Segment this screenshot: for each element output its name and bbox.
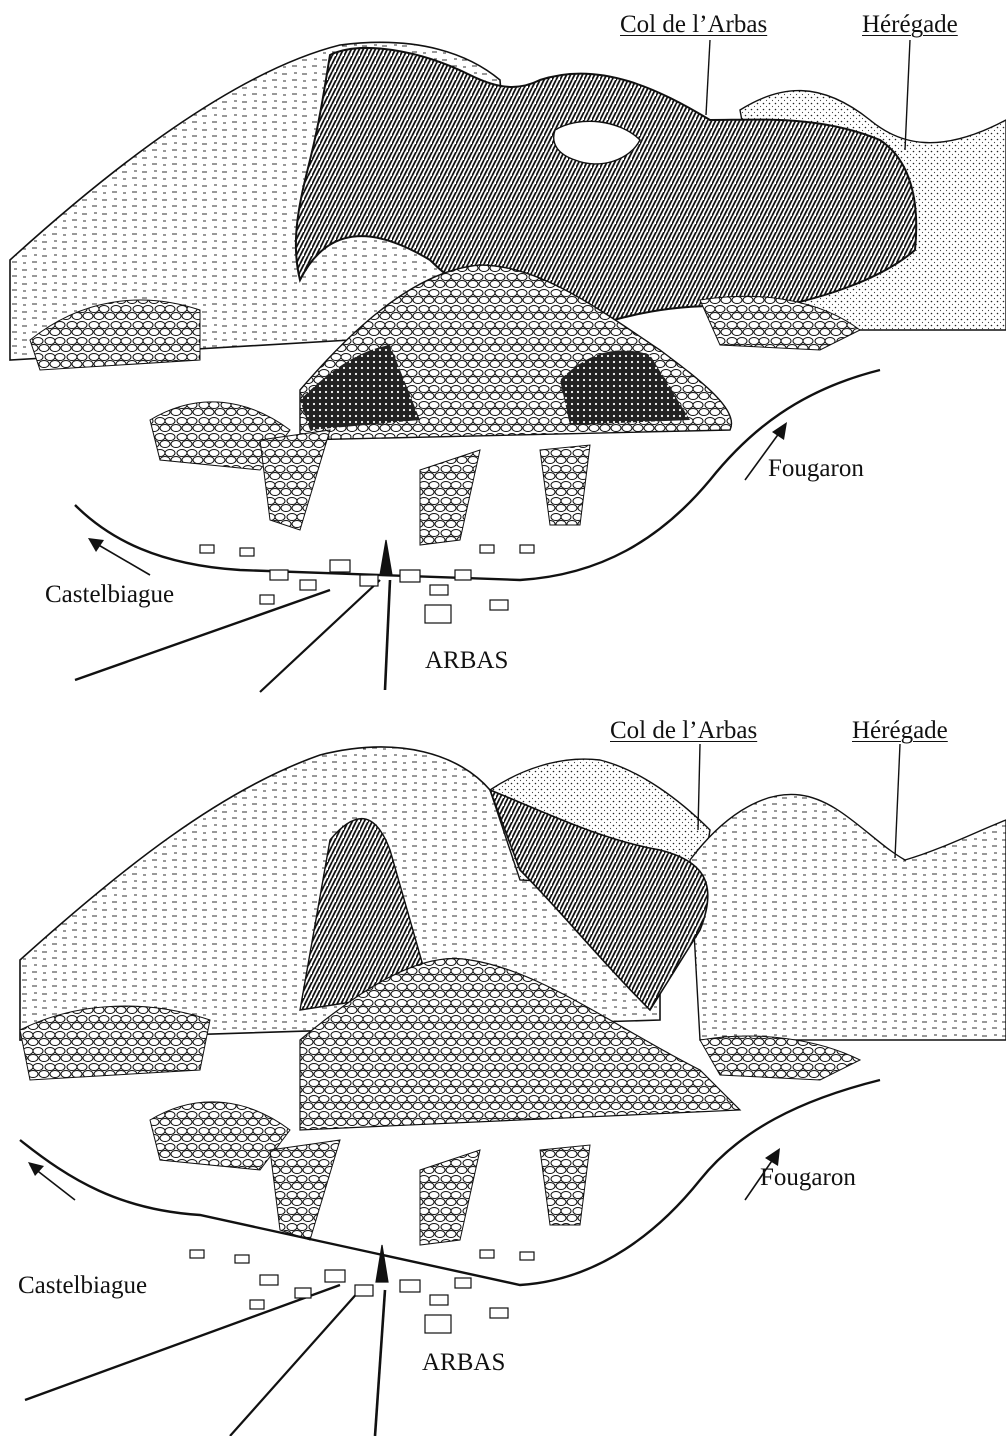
cobble-fan (270, 1140, 340, 1240)
arrow-fougaron-head (772, 422, 787, 440)
label-heregade: Hérégade (862, 12, 958, 37)
cobble-fan (700, 1036, 860, 1080)
label-fougaron: Fougaron (768, 456, 864, 481)
village-arbas (200, 540, 534, 623)
label-castelbiague: Castelbiague (18, 1273, 147, 1298)
figure-top: Col de l’Arbas Hérégade Fougaron Castelb… (0, 0, 1006, 710)
label-castelbiague: Castelbiague (45, 582, 174, 607)
label-fougaron: Fougaron (760, 1165, 856, 1190)
label-arbas: ARBAS (425, 648, 508, 673)
road-south-2 (385, 580, 390, 690)
cobble-fan (150, 1102, 290, 1170)
leader-heregade (905, 40, 910, 150)
cobble-fan (260, 430, 330, 530)
road-south (230, 1290, 360, 1436)
label-heregade: Hérégade (852, 718, 948, 743)
cobble-fan (420, 1150, 480, 1245)
cobble-fan (540, 1145, 590, 1225)
arrow-castelbiague-head (88, 538, 104, 552)
label-col-de-l-arbas: Col de l’Arbas (620, 12, 767, 37)
cobble-fan (540, 445, 590, 525)
cobble-fan (420, 450, 480, 545)
label-arbas: ARBAS (422, 1350, 505, 1375)
leader-heregade (895, 744, 900, 858)
figure-bottom: Col de l’Arbas Hérégade Fougaron Castelb… (0, 710, 1006, 1436)
road-south-west (25, 1285, 340, 1400)
road-south-2 (375, 1290, 385, 1436)
right-hill (690, 794, 1006, 1040)
leader-col (706, 40, 710, 115)
landscape-illustration-bottom (0, 710, 1006, 1436)
leader-col (698, 744, 700, 830)
road-south (260, 580, 380, 692)
label-col-de-l-arbas: Col de l’Arbas (610, 718, 757, 743)
